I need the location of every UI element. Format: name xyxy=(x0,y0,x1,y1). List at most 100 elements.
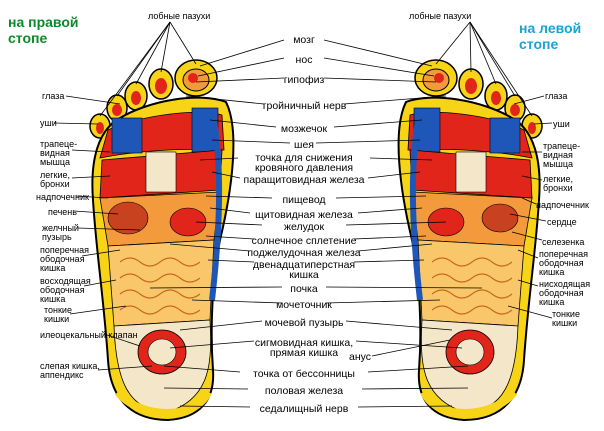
label-anus: анус xyxy=(348,351,372,363)
leader-line xyxy=(371,339,451,357)
leader-line xyxy=(191,299,283,304)
leader-line xyxy=(169,340,255,349)
leader-line xyxy=(357,207,423,214)
leader-line xyxy=(75,195,109,199)
leader-line xyxy=(211,139,291,144)
leader-lines xyxy=(53,21,553,408)
label-nose: нос xyxy=(295,54,313,66)
label-lungs-right: легкие, бронхи xyxy=(40,170,71,189)
label-trapezius-right: трапеце- видная мышца xyxy=(40,139,78,167)
leader-line xyxy=(207,259,255,263)
label-liver: печень xyxy=(48,207,77,217)
leader-line xyxy=(325,299,441,304)
label-transverse-colon-left: поперечная ободочная кишка xyxy=(539,249,589,277)
label-ileocecal-valve: илеоцекальный клапан xyxy=(40,330,138,340)
leader-line xyxy=(199,157,239,161)
leader-line xyxy=(99,21,171,117)
leader-line xyxy=(163,387,249,390)
leader-line xyxy=(211,171,241,179)
leader-line xyxy=(73,210,119,215)
left-foot-title: на левой стопе xyxy=(519,20,582,52)
leader-line xyxy=(435,21,471,65)
label-ascending-colon: восходящая ободочная кишка xyxy=(40,276,91,304)
label-spleen: селезенка xyxy=(542,237,585,247)
label-stomach: желудок xyxy=(283,221,325,233)
leader-line xyxy=(323,39,433,67)
label-sigmoid-colon: сигмовидная кишка, прямая кишка xyxy=(254,337,354,359)
label-frontal-sinuses-left: лобные пазухи xyxy=(409,11,472,21)
leader-line xyxy=(97,365,153,371)
leader-line xyxy=(345,221,447,226)
leader-line xyxy=(83,279,117,287)
leader-line xyxy=(469,21,516,97)
leader-line xyxy=(205,235,255,240)
leader-line xyxy=(69,305,127,315)
label-duodenum: двенадцатиперстная кишка xyxy=(252,259,356,281)
leader-line xyxy=(197,57,285,77)
label-adrenal-right: надпочечник xyxy=(36,192,89,202)
leader-line xyxy=(169,21,197,65)
label-trigeminal-nerve: тройничный нерв xyxy=(261,100,347,112)
leader-line xyxy=(469,21,497,85)
leader-line xyxy=(511,231,543,241)
leader-line xyxy=(179,320,263,331)
leader-line xyxy=(369,157,433,161)
leader-line xyxy=(195,77,285,83)
label-trapezius-left: трапеце- видная мышца xyxy=(543,141,581,169)
leader-line xyxy=(103,333,141,347)
label-ears-left: уши xyxy=(553,119,570,129)
label-parathyroid: паращитовидная железа xyxy=(243,174,365,186)
right-foot-sole xyxy=(89,59,235,422)
label-gallbladder: желчный пузырь xyxy=(42,223,79,242)
leader-line xyxy=(533,122,553,125)
leader-line xyxy=(205,195,273,199)
leader-line xyxy=(325,286,483,289)
label-cecum-appendix: слепая кишка, аппендикс xyxy=(40,361,100,380)
leader-line xyxy=(315,139,421,144)
leader-line xyxy=(71,175,111,179)
leader-line xyxy=(323,77,437,83)
label-eyes-right: глаза xyxy=(42,91,65,101)
leader-line xyxy=(521,175,543,181)
label-eyes-left: глаза xyxy=(545,91,568,101)
label-brain: мозг xyxy=(293,34,315,46)
label-gonad: половая железа xyxy=(264,385,344,397)
label-solar-plexus: солнечное сплетение xyxy=(251,235,357,247)
leader-line xyxy=(517,279,539,287)
leader-line xyxy=(513,95,545,105)
label-transverse-colon-right: поперечная ободочная кишка xyxy=(40,245,90,273)
label-adrenal-left: надпочечник xyxy=(536,200,589,210)
label-lungs-left: легкие, бронхи xyxy=(543,174,574,193)
leader-line xyxy=(333,119,423,128)
label-heart: сердце xyxy=(547,217,577,227)
left-foot-sole xyxy=(397,59,543,422)
leader-line xyxy=(199,39,285,67)
leader-line xyxy=(335,195,427,199)
leader-line xyxy=(345,320,453,331)
leader-line xyxy=(195,221,263,226)
leader-line xyxy=(71,149,111,153)
leader-line xyxy=(469,21,533,117)
label-small-intestine-left: тонкие кишки xyxy=(552,309,580,328)
leader-line xyxy=(135,21,171,85)
leader-line xyxy=(509,213,547,222)
leader-line xyxy=(323,57,435,77)
leader-line xyxy=(367,365,469,373)
leader-line xyxy=(361,387,469,390)
label-cerebellum: мозжечок xyxy=(280,123,328,135)
leader-line xyxy=(343,95,447,105)
leader-line xyxy=(507,305,553,319)
label-ureter: мочеточник xyxy=(276,299,332,311)
leader-line xyxy=(353,235,427,240)
label-thyroid: щитовидная железа xyxy=(255,209,353,221)
label-blood-pressure-point: точка для снижения кровяного давления xyxy=(254,152,354,174)
leader-line xyxy=(77,227,141,231)
leader-line xyxy=(355,340,463,349)
label-ears-right: уши xyxy=(40,118,57,128)
label-descending-colon: нисходящая ободочная кишка xyxy=(539,279,591,307)
leader-line xyxy=(65,95,121,105)
label-insomnia-point: точка от бессонницы xyxy=(253,368,355,380)
leader-line xyxy=(521,197,537,205)
right-foot-title: на правой стопе xyxy=(8,14,79,46)
